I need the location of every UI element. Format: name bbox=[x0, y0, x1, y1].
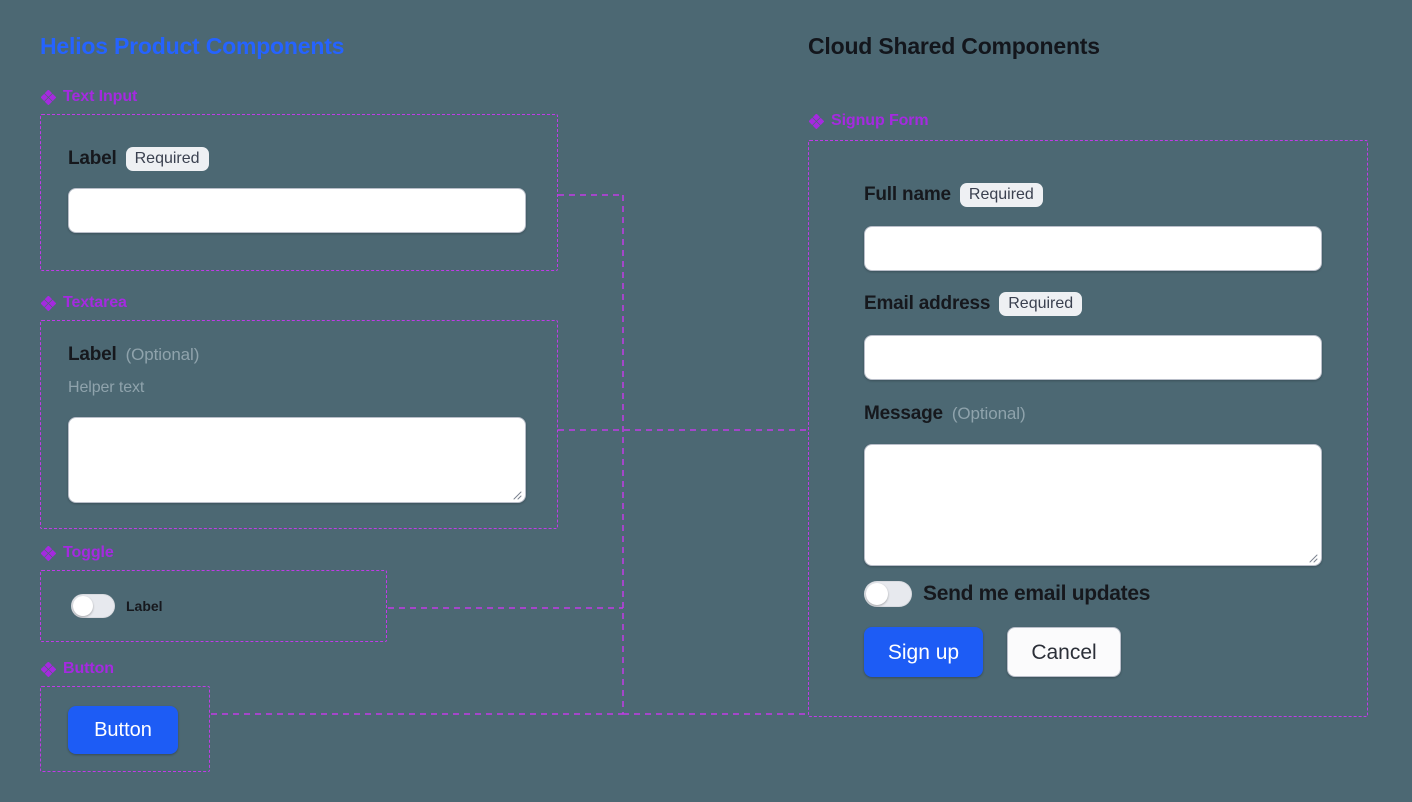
toggle-knob bbox=[73, 596, 93, 616]
email-address-label-row: Email address Required bbox=[864, 292, 1083, 317]
full-name-input[interactable] bbox=[864, 226, 1322, 271]
component-box-toggle: Label bbox=[40, 570, 387, 642]
textarea-helper-text: Helper text bbox=[68, 379, 145, 396]
full-name-label-row: Full name Required bbox=[864, 183, 1043, 208]
toggle-switch[interactable] bbox=[71, 594, 115, 618]
message-label: Message bbox=[864, 403, 943, 424]
full-name-required-badge: Required bbox=[959, 183, 1043, 208]
cancel-button[interactable]: Cancel bbox=[1007, 627, 1121, 677]
diamond-components-icon bbox=[41, 295, 56, 311]
email-updates-toggle[interactable] bbox=[864, 581, 912, 607]
text-input-field[interactable] bbox=[68, 188, 526, 233]
section-label-text-input: Text Input bbox=[63, 88, 138, 105]
component-box-signup-form: Full name Required Email address Require… bbox=[808, 140, 1368, 717]
section-heading-toggle: Toggle bbox=[41, 544, 114, 562]
panel-title-left: Helios Product Components bbox=[40, 33, 345, 59]
email-updates-toggle-row: Send me email updates bbox=[864, 581, 1150, 607]
section-label-textarea: Textarea bbox=[63, 294, 127, 311]
component-box-button: Button bbox=[40, 686, 210, 772]
text-input-label: Label bbox=[68, 148, 117, 170]
section-label-button: Button bbox=[63, 660, 114, 677]
textarea-field[interactable] bbox=[68, 417, 526, 503]
email-address-required-badge: Required bbox=[999, 292, 1083, 317]
email-address-label: Email address bbox=[864, 293, 991, 315]
textarea-label-row: Label (Optional) bbox=[68, 344, 199, 366]
textarea-wrapper bbox=[68, 417, 526, 503]
textarea-optional-note: (Optional) bbox=[125, 345, 200, 364]
section-heading-textarea: Textarea bbox=[41, 294, 127, 312]
full-name-label: Full name bbox=[864, 184, 951, 206]
component-box-textarea: Label (Optional) Helper text bbox=[40, 320, 558, 529]
diamond-components-icon bbox=[41, 661, 56, 677]
sign-up-button[interactable]: Sign up bbox=[864, 627, 983, 677]
diamond-components-icon bbox=[41, 545, 56, 561]
message-optional-note: (Optional) bbox=[951, 404, 1026, 423]
toggle-row: Label bbox=[71, 594, 163, 618]
text-input-label-row: Label Required bbox=[68, 147, 209, 172]
demo-button[interactable]: Button bbox=[68, 706, 178, 754]
email-updates-toggle-label: Send me email updates bbox=[923, 582, 1151, 605]
textarea-label: Label bbox=[68, 344, 117, 365]
section-heading-button: Button bbox=[41, 660, 114, 678]
toggle-label: Label bbox=[126, 598, 163, 614]
message-textarea-wrapper bbox=[864, 444, 1322, 566]
message-textarea[interactable] bbox=[864, 444, 1322, 566]
component-box-text-input: Label Required bbox=[40, 114, 558, 271]
section-heading-signup-form: Signup Form bbox=[809, 112, 929, 130]
diamond-components-icon bbox=[41, 89, 56, 105]
section-label-toggle: Toggle bbox=[63, 544, 114, 561]
panel-title-right: Cloud Shared Components bbox=[808, 33, 1100, 59]
text-input-required-badge: Required bbox=[125, 147, 209, 172]
message-label-row: Message (Optional) bbox=[864, 403, 1026, 425]
section-label-signup-form: Signup Form bbox=[831, 112, 929, 129]
toggle-knob bbox=[866, 583, 888, 605]
section-heading-text-input: Text Input bbox=[41, 88, 137, 106]
email-address-input[interactable] bbox=[864, 335, 1322, 380]
diamond-components-icon bbox=[809, 113, 824, 129]
